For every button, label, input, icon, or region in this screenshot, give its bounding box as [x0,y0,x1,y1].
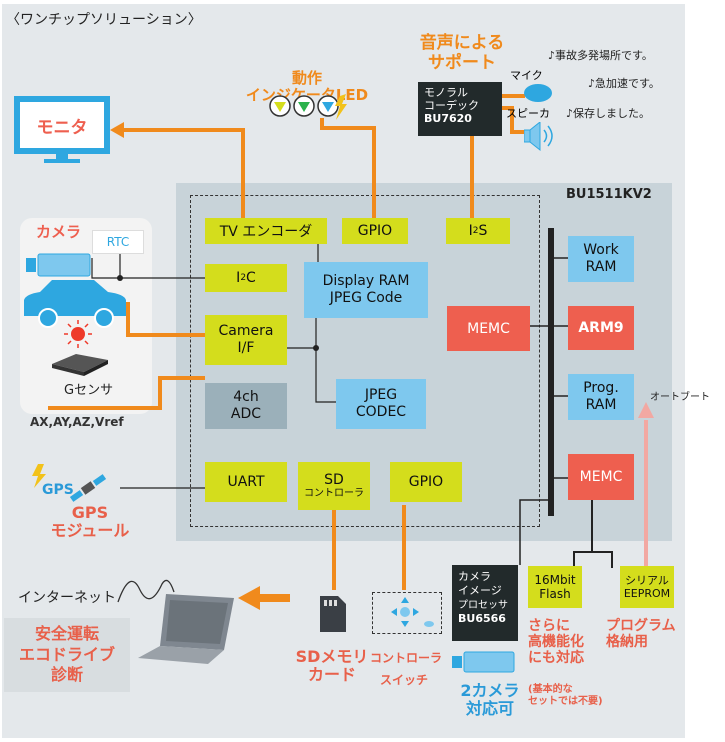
prog-ram-block: Prog. RAM [568,374,634,420]
wire-adc-gsensor [48,376,205,410]
monitor-stand [56,154,68,160]
gpio-top-block: GPIO [342,218,408,244]
gpio-bottom-block: GPIO [390,462,462,502]
arm9-block: ARM9 [568,306,634,350]
led-indicators [269,94,347,120]
flash-block: 16Mbit Flash [528,566,582,608]
speaker-icon [524,122,553,152]
uart-block: UART [205,462,287,502]
tv-encoder-block: TV エンコーダ [205,218,327,244]
chip-name: BU1511KV2 [566,187,652,202]
sd-card-icon [320,596,346,632]
gps-tag: GPS [42,482,74,498]
jpeg-codec-block: JPEG CODEC [336,379,426,429]
wire-isp-bus [519,499,552,565]
mic-icon [524,84,552,102]
isp-part: BU6566 [458,611,506,625]
wire-camif-jpeg [286,347,336,403]
core-boundary [190,195,540,527]
speaker-label: スピーカ [506,107,550,120]
monitor-icon: モニタ [14,96,110,163]
junction-dot [313,345,319,351]
wire-codec-speaker [502,106,525,134]
i2s-prefix: I [468,223,473,239]
sd-controller-label: SD [324,472,344,489]
eeprom-block: シリアル EEPROM [620,566,674,608]
camera-icon [26,253,91,277]
i2s-sup: 2 [472,226,479,236]
arrow-internet [238,586,290,610]
wire-camera-if [126,302,205,337]
diagnosis-box: 安全運転 エコドライブ 診断 [4,618,130,692]
controller-switch-bottom: スイッチ [380,673,429,687]
gps-module-label: GPS モジュール [50,503,130,541]
internet-cable [117,579,175,603]
camera-label: カメラ [36,223,82,241]
gps-antenna-icon [32,464,107,502]
dpad-icon [391,597,434,627]
codec-line2: コーデック [424,99,479,113]
i2c-sup: 2 [240,273,247,283]
camera-if-block: Camera I/F [205,315,287,365]
high-performance-label: さらに 高機能化 にも対応 [528,618,584,667]
voice-message-3: ♪保存しました。 [566,107,651,120]
codec-part: BU7620 [424,112,472,126]
junction-dot [117,275,123,281]
isp-chip: カメラ イメージ プロセッサ BU6566 [452,565,518,641]
isp-line1: カメラ [458,570,491,583]
monitor-screen: モニタ [14,96,110,154]
mic-label: マイク [510,69,543,82]
sd-controller-sub: コントローラ [304,488,364,500]
monitor-base [44,159,80,163]
high-performance-note: (基本的な セットでは不要) [528,684,603,707]
i2c-prefix: I [236,270,241,286]
audio-title: 音声による サポート [419,33,505,73]
voice-message-1: ♪事故多発場所です。 [548,49,653,62]
gsensor-chip-icon [52,354,108,376]
wire-memc-down [573,500,593,570]
gsensor-label: Gセンサ [64,383,114,398]
isp-line2: イメージ [458,584,502,598]
rtc-block: RTC [92,230,144,254]
car-icon [24,280,126,328]
voice-message-2: ♪急加速です。 [588,77,660,90]
wire-gpio-led [320,118,376,218]
memc-right-block: MEMC [568,454,634,500]
wire-i2c-rtc [91,258,205,279]
wire-autoboot [638,402,654,568]
audio-codec-chip: モノラル コーデック BU7620 [418,82,502,136]
page-heading: 〈ワンチップソリューション〉 [6,12,202,28]
codec-line1: モノラル [424,86,468,99]
display-ram-block: Display RAM JPEG Code [304,262,428,318]
i2s-suffix: S [478,223,488,239]
alert-light-icon [64,320,92,348]
gsensor-axes: AX,AY,AZ,Vref [30,415,124,429]
work-ram-block: Work RAM [568,236,634,282]
internet-label: インターネット [18,590,116,606]
laptop-icon [138,594,234,664]
controller-switch-top: コントローラ [370,651,443,665]
sd-card-label: SDメモリ カード [295,647,369,685]
program-storage-label: プログラム 格納用 [606,618,676,651]
wire-memc-flash [574,551,613,568]
second-camera-icon [452,651,515,673]
i2c-suffix: C [246,270,256,286]
controller-switch-icon [372,592,442,634]
sd-controller-block: SD コントローラ [298,462,370,510]
adc-block: 4ch ADC [205,383,287,429]
isp-line3: プロセッサ [458,599,508,611]
autoboot-label: オートブート [650,392,710,403]
wire-tv-monitor [110,122,245,218]
dual-camera-label: 2カメラ 対応可 [460,681,520,719]
memc-left-block: MEMC [447,306,530,351]
system-bus [548,228,554,516]
